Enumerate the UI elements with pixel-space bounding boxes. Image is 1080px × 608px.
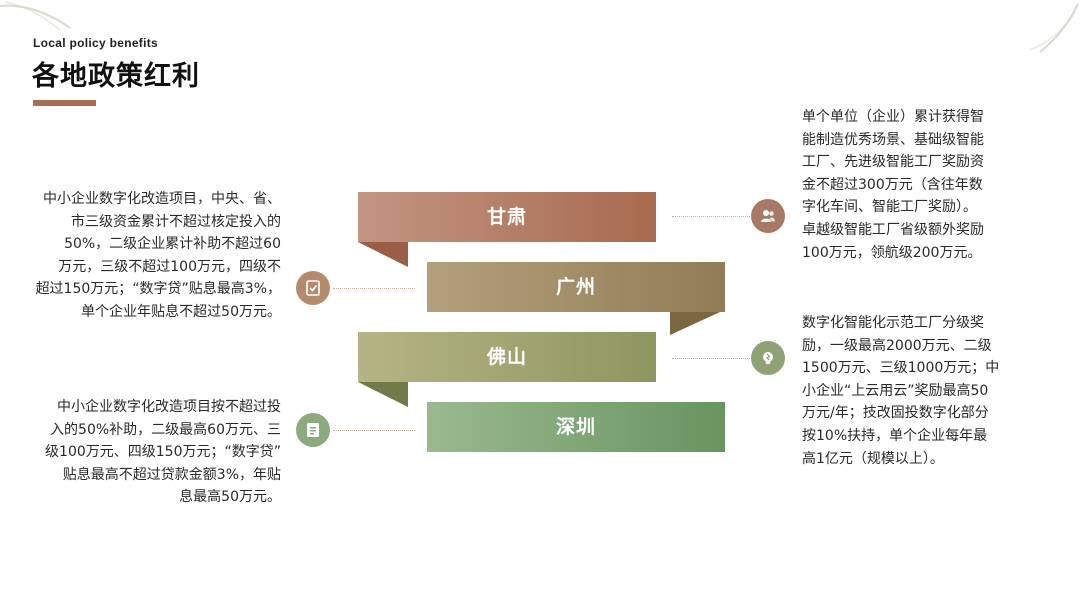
feather-decoration-right bbox=[1029, 3, 1079, 53]
page-subtitle: Local policy benefits bbox=[33, 36, 158, 50]
connector-bottom-left bbox=[333, 430, 415, 431]
ribbon-bar-2 bbox=[427, 262, 725, 312]
ribbon-fold-3 bbox=[358, 382, 408, 407]
ribbon-label-guangzhou: 广州 bbox=[555, 276, 596, 298]
ribbon-graphic bbox=[358, 192, 725, 452]
policy-text-top-left: 中小企业数字化改造项目，中央、省、 市三级资金累计不超过核定投入的 50%，二级… bbox=[35, 191, 281, 320]
ribbon-fold-1 bbox=[358, 242, 408, 267]
page-title: 各地政策红利 bbox=[32, 61, 200, 92]
connector-top-right bbox=[672, 216, 750, 217]
idea-icon bbox=[751, 341, 785, 375]
ribbon-fold-2 bbox=[670, 312, 720, 335]
document-icon bbox=[296, 413, 330, 447]
ribbon-bar-1 bbox=[358, 192, 656, 242]
ribbon-label-gansu: 甘肃 bbox=[486, 206, 527, 228]
checklist-icon bbox=[296, 271, 330, 305]
connector-bottom-right bbox=[672, 358, 750, 359]
title-underline bbox=[33, 100, 96, 106]
users-icon bbox=[751, 199, 785, 233]
ribbon-label-foshan: 佛山 bbox=[486, 346, 527, 368]
policy-text-bottom-left: 中小企业数字化改造项目按不超过投 入的50%补助，二级最高60万元、三 级100… bbox=[45, 399, 281, 506]
ribbon-label-shenzhen: 深圳 bbox=[555, 416, 596, 438]
connector-top-left bbox=[333, 288, 415, 289]
feather-decoration-left bbox=[0, 1, 71, 31]
policy-text-bottom-right: 数字化智能化示范工厂分级奖 励，一级最高2000万元、二级 1500万元、三级1… bbox=[802, 315, 1000, 467]
policy-text-top-right: 单个单位（企业）累计获得智 能制造优秀场景、基础级智能 工厂、先进级智能工厂奖励… bbox=[802, 109, 984, 261]
ribbon-bar-4 bbox=[427, 402, 725, 452]
ribbon-bar-3 bbox=[358, 332, 656, 382]
